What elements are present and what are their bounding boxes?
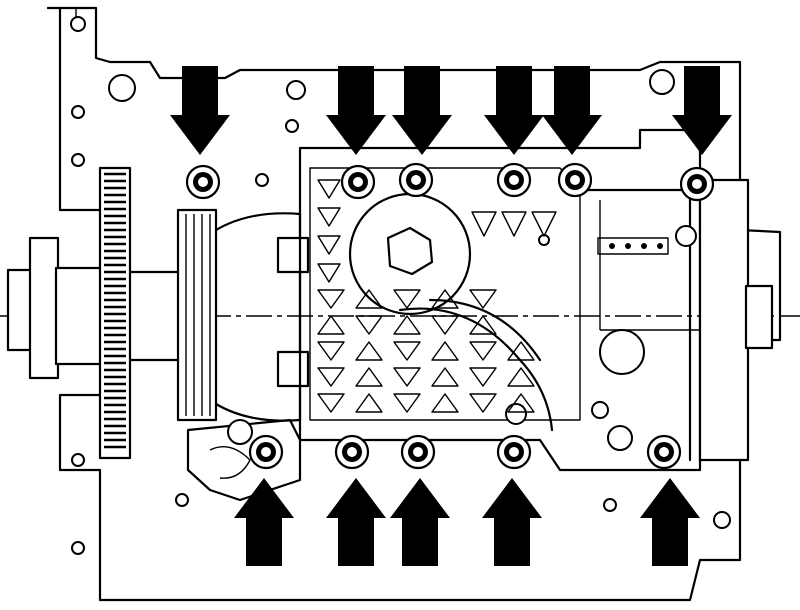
rib-cell <box>393 367 421 387</box>
rib-cell <box>431 393 459 413</box>
lower-bracket <box>186 418 302 502</box>
arrow-down-icon <box>326 66 386 155</box>
crank-nose <box>6 236 188 380</box>
bolt-icon <box>646 434 682 470</box>
rib-cell <box>507 393 535 413</box>
rib-cell <box>355 367 383 387</box>
bolt-icon <box>496 434 532 470</box>
arrow-down-icon <box>672 66 732 155</box>
arrow-up-icon <box>640 478 700 566</box>
bolt-icon <box>248 434 284 470</box>
rib-cell <box>317 341 345 361</box>
arrow-down-icon <box>170 66 230 155</box>
arrow-up-icon <box>482 478 542 566</box>
bolt-group <box>185 162 715 470</box>
rib-cell <box>431 341 459 361</box>
arrow-down-icon <box>542 66 602 155</box>
rib-cell <box>317 289 345 309</box>
rib-cell <box>507 367 535 387</box>
rib-cell <box>531 211 557 237</box>
rib-cell <box>393 289 421 309</box>
arrow-down-icon <box>392 66 452 155</box>
bolt-icon <box>557 162 593 198</box>
arrow-down-icon <box>484 66 544 155</box>
bolt-icon <box>340 164 376 200</box>
rib-cell <box>317 393 345 413</box>
rib-cell <box>501 211 527 237</box>
rib-cell <box>469 315 497 335</box>
rib-cell <box>507 341 535 361</box>
rib-cell <box>355 341 383 361</box>
arrow-group-bottom <box>234 478 700 566</box>
bolt-icon <box>400 434 436 470</box>
rib-cell <box>355 289 383 309</box>
rib-cell <box>355 315 383 335</box>
rib-cell <box>317 315 345 335</box>
arrow-up-icon <box>326 478 386 566</box>
pump-housing <box>298 128 774 472</box>
rib-cell <box>355 393 383 413</box>
rib-cell <box>393 393 421 413</box>
rib-cell <box>317 263 341 283</box>
rib-cell <box>469 367 497 387</box>
rib-cell <box>469 289 497 309</box>
rib-cell <box>431 289 459 309</box>
rib-cell <box>393 341 421 361</box>
rib-cell <box>469 341 497 361</box>
rib-cell <box>431 315 459 335</box>
bolt-icon <box>679 166 715 202</box>
drive-sprocket <box>176 208 310 422</box>
rib-cell <box>317 235 341 255</box>
tone-wheel <box>98 166 132 460</box>
bolt-icon <box>496 162 532 198</box>
rib-cell <box>317 207 341 227</box>
rib-cell <box>431 367 459 387</box>
rib-cell <box>393 315 421 335</box>
housing-ribs <box>317 179 557 413</box>
mount-hole-icon <box>70 16 86 32</box>
bolt-icon <box>185 164 221 200</box>
arrow-up-icon <box>390 478 450 566</box>
rib-cell <box>469 393 497 413</box>
rib-cell <box>471 211 497 237</box>
arrow-up-icon <box>234 478 294 566</box>
rib-cell <box>317 367 345 387</box>
arrow-group-top <box>170 66 732 155</box>
rib-cell <box>317 179 341 199</box>
bolt-icon <box>334 434 370 470</box>
pump-rotor <box>348 192 554 432</box>
bolt-icon <box>398 162 434 198</box>
